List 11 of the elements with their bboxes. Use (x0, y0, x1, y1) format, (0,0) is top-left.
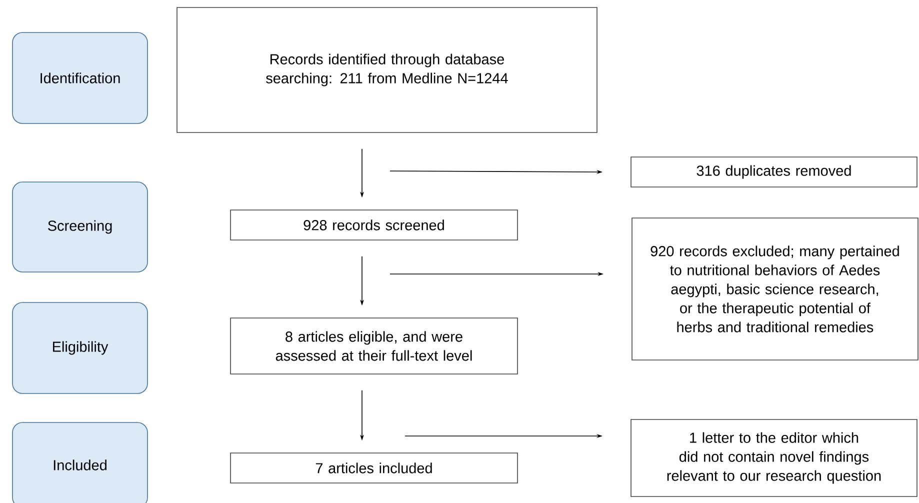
stage-box: Identification (12, 32, 148, 124)
process-box: 1 letter to the editor which did not contain novel findings relevant to our research question (630, 419, 918, 497)
process-box: 8 articles eligible, and were assessed at their full-text level (230, 318, 518, 374)
process-box: 7 articles included (230, 452, 518, 484)
process-box: 316 duplicates removed (630, 156, 918, 188)
stage-box: Screening (12, 182, 148, 272)
process-box: 928 records screened (230, 210, 518, 240)
stage-box: Eligibility (12, 302, 148, 394)
process-box: 920 records excluded; many pertained to nutritional behaviors of Aedes aegypti, basic science research, or the therapeutic potential of herbs and traditional remedies (632, 218, 918, 360)
stage-box: Included (12, 422, 148, 503)
process-box: Records identified through database searching: 211 from Medline N=1244 (176, 7, 598, 133)
